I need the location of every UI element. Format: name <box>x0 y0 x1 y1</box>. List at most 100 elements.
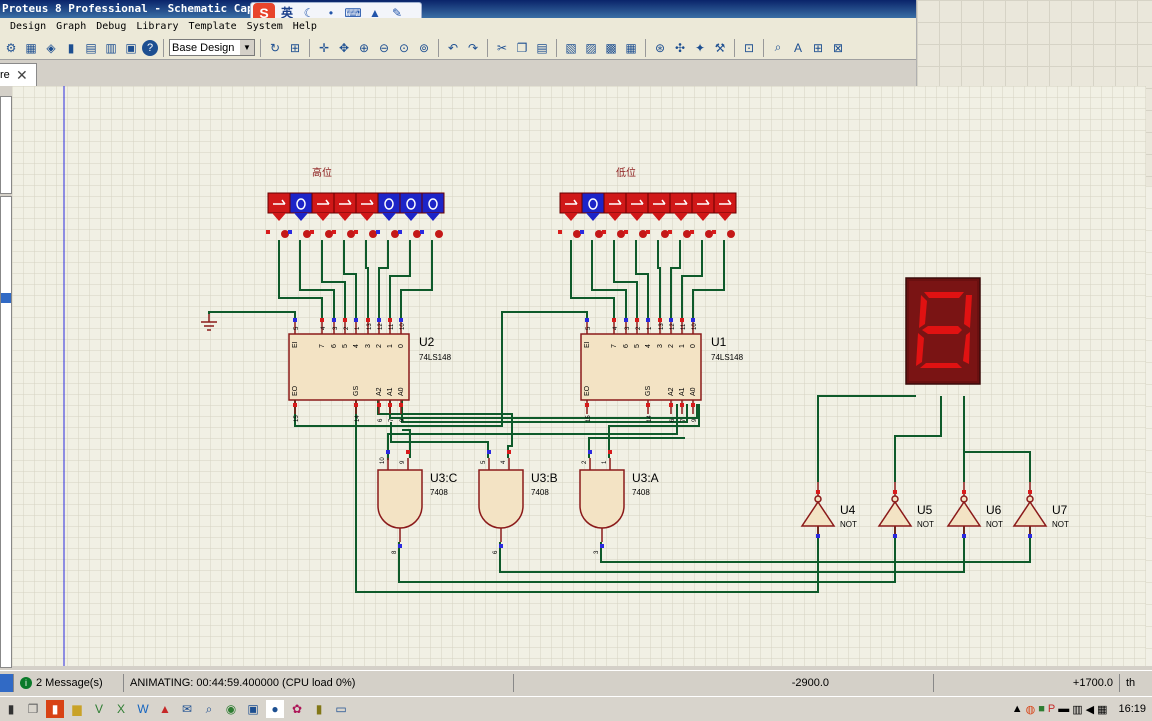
book-icon[interactable]: ▮ <box>67 40 75 55</box>
notes-icon[interactable]: ▮ <box>315 702 323 716</box>
report-icon[interactable]: ▥ <box>105 40 117 55</box>
paste-icon[interactable]: ▤ <box>536 40 548 55</box>
switch-bank-high[interactable]: 10111000 <box>266 192 445 238</box>
bom-icon[interactable]: ▤ <box>85 40 97 55</box>
switch-body[interactable] <box>267 192 291 214</box>
ic-u2[interactable]: EI574635241313212111010EO15GS14A26A17A09… <box>288 318 452 422</box>
switch-body[interactable] <box>603 192 627 214</box>
search-icon[interactable]: ⌕ <box>774 40 782 54</box>
logic-switch[interactable]: 1 <box>354 192 379 238</box>
switch-body[interactable] <box>691 192 715 214</box>
logic-switch[interactable]: 1 <box>690 192 715 238</box>
menu-library[interactable]: Library <box>136 21 179 32</box>
menu-system[interactable]: System <box>246 21 283 32</box>
app-icon[interactable]: ▣ <box>247 702 259 716</box>
gate-body[interactable] <box>478 469 524 529</box>
switch-body[interactable] <box>581 192 605 214</box>
block-rotate-icon[interactable]: ▩ <box>605 40 617 55</box>
shirt-icon[interactable]: ▲ <box>369 6 381 20</box>
moon-icon[interactable]: ☾ <box>303 6 315 20</box>
cut-icon[interactable]: ✂ <box>496 40 508 55</box>
tray-green-icon[interactable]: ■ <box>1038 703 1045 715</box>
pan-icon[interactable]: ✥ <box>338 40 350 55</box>
undo-icon[interactable]: ↶ <box>447 40 459 55</box>
dot-icon[interactable]: • <box>328 6 334 20</box>
device-list[interactable] <box>0 196 12 668</box>
zoom-out-icon[interactable]: ⊖ <box>378 40 390 55</box>
switch-body[interactable] <box>625 192 649 214</box>
chevron-down-icon[interactable]: ▼ <box>240 40 254 55</box>
switch-body[interactable] <box>333 192 357 214</box>
tab-schematic[interactable]: re✕ <box>0 63 37 87</box>
keyboard-icon[interactable]: ⌨ <box>344 6 362 20</box>
copy-icon[interactable]: ❐ <box>516 40 528 55</box>
search-app-icon[interactable]: ⌕ <box>205 702 213 716</box>
block-delete-icon[interactable]: ▦ <box>625 40 637 55</box>
proteus-icon[interactable]: ◉ <box>225 702 237 716</box>
remove-sheet-icon[interactable]: ⊠ <box>832 40 844 55</box>
screen-icon[interactable]: ● <box>266 700 284 718</box>
menu-design[interactable]: Design <box>10 21 47 32</box>
switch-body[interactable] <box>399 192 423 214</box>
ic-u1[interactable]: EI574635241313212111010EO15GS14A26A17A09… <box>580 318 744 422</box>
pick-device-icon[interactable]: ⊛ <box>654 40 666 55</box>
new-sheet-icon[interactable]: ⊞ <box>812 40 824 55</box>
monitor-icon[interactable]: ▭ <box>335 702 347 716</box>
switch-body[interactable] <box>713 192 737 214</box>
logic-switch[interactable]: 0 <box>420 192 445 238</box>
logic-switch[interactable]: 0 <box>288 192 313 238</box>
package-tool-icon[interactable]: ✦ <box>694 40 706 55</box>
volume-icon[interactable]: ◀ <box>1085 703 1095 716</box>
start-icon[interactable]: ▮ <box>7 702 15 716</box>
help-icon[interactable]: ? <box>142 39 158 56</box>
switch-body[interactable] <box>377 192 401 214</box>
logic-switch[interactable]: 1 <box>668 192 693 238</box>
tray-app-icon[interactable]: ◍ <box>1025 703 1036 716</box>
design-variant-select[interactable]: Base Design▼ <box>169 39 255 56</box>
excel-icon[interactable]: X <box>116 702 125 716</box>
zoom-area-icon[interactable]: ⊚ <box>418 40 430 55</box>
block-move-icon[interactable]: ▨ <box>585 40 597 55</box>
logic-switch[interactable]: 1 <box>332 192 357 238</box>
close-icon[interactable]: ✕ <box>16 67 28 83</box>
wire-autorouter-icon[interactable]: ⊡ <box>743 40 755 55</box>
menu-graph[interactable]: Graph <box>56 21 87 32</box>
vis-icon[interactable]: V <box>94 702 103 716</box>
switch-body[interactable] <box>559 192 583 214</box>
components-icon[interactable]: ▦ <box>25 40 37 55</box>
logic-switch[interactable]: 1 <box>558 192 583 238</box>
gate-body[interactable] <box>377 469 423 529</box>
logic-switch[interactable]: 1 <box>712 192 737 238</box>
library-icon[interactable]: ◈ <box>46 40 56 55</box>
zoom-all-icon[interactable]: ⊙ <box>398 40 410 55</box>
logic-switch[interactable]: 1 <box>602 192 627 238</box>
mini-preview[interactable] <box>0 96 12 194</box>
logic-switch[interactable]: 1 <box>266 192 291 238</box>
menu-help[interactable]: Help <box>292 21 317 32</box>
decompose-icon[interactable]: ⚒ <box>714 40 726 55</box>
code-icon[interactable]: ▣ <box>125 40 137 55</box>
ime-language-toggle[interactable]: 英 <box>280 6 293 20</box>
window-icon[interactable]: ❐ <box>27 702 39 716</box>
wrench-icon[interactable]: ✎ <box>391 6 403 20</box>
switch-body[interactable] <box>311 192 335 214</box>
logic-switch[interactable]: 1 <box>624 192 649 238</box>
make-device-icon[interactable]: ✣ <box>674 40 686 55</box>
switch-body[interactable] <box>421 192 445 214</box>
tray-flag-icon[interactable]: ▦ <box>1097 703 1108 716</box>
grid-icon[interactable]: ⊞ <box>289 40 301 55</box>
mail-icon[interactable]: ✉ <box>181 702 193 716</box>
origin-icon[interactable]: ✛ <box>318 40 330 55</box>
menu-debug[interactable]: Debug <box>96 21 127 32</box>
redo-icon[interactable]: ↷ <box>467 40 479 55</box>
word-icon[interactable]: W <box>137 702 149 716</box>
arrow-up-icon[interactable]: ▲ <box>1011 703 1023 715</box>
switch-body[interactable] <box>669 192 693 214</box>
